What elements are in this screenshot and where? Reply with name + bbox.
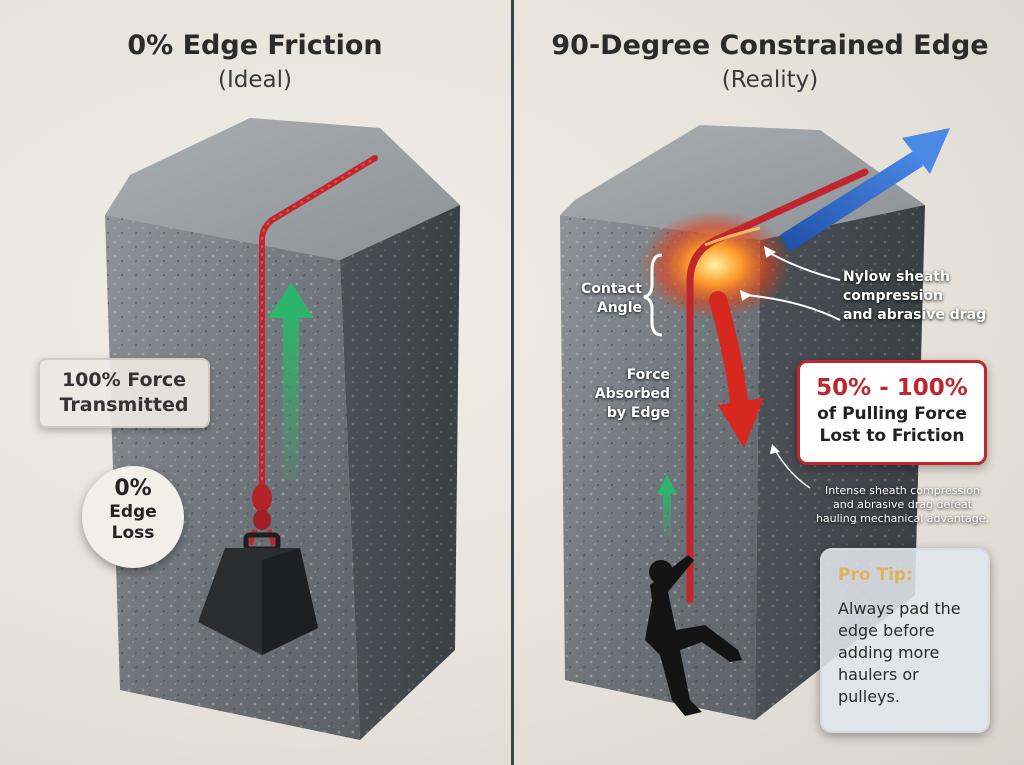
contact-angle-line2: Angle (596, 300, 642, 316)
pro-tip-line-0: Always pad the (838, 599, 961, 618)
climber-icon (645, 555, 742, 716)
force-absorbed-line1: Force (626, 367, 670, 383)
force-absorbed-line3: by Edge (606, 405, 670, 421)
force-card-line2: Transmitted (59, 394, 189, 416)
force-absorbed-label: Force Absorbed by Edge (580, 366, 670, 423)
sheath-note: Nylow sheath compression and abrasive dr… (843, 268, 1013, 325)
sheath-note-line1: Nylow sheath (843, 269, 950, 285)
left-panel-title: 0% Edge Friction (127, 30, 383, 61)
sheath-note-line3: and abrasive drag (843, 307, 987, 323)
weight-icon (198, 532, 318, 655)
panel-divider (511, 0, 514, 765)
loss-bubble-line1: 0% (114, 476, 152, 501)
small-note-line2: and abrasive drag defeat (833, 498, 972, 511)
loss-bubble-line2: Edge (109, 502, 157, 522)
loss-bubble-line3: Loss (111, 523, 155, 543)
pro-tip-card: Pro Tip: Always pad the edge before addi… (820, 548, 990, 733)
sheath-note-line2: compression (843, 288, 943, 304)
force-card-line1: 100% Force (61, 369, 187, 391)
arrow-down-icon (709, 291, 764, 448)
contact-angle-line1: Contact (581, 281, 642, 297)
force-transmitted-card: 100% Force Transmitted (38, 358, 210, 428)
right-panel-title: 90-Degree Constrained Edge (551, 30, 989, 61)
pro-tip-line-4: pulleys. (838, 687, 900, 706)
loss-line3: Lost to Friction (819, 426, 965, 446)
arrow-up-icon (268, 282, 314, 480)
right-panel-subtitle: (Reality) (721, 67, 819, 93)
small-note-line3: hauling mechanical advantage. (815, 512, 990, 525)
loss-percent: 50% - 100% (816, 375, 968, 401)
contact-angle-brace (643, 253, 663, 337)
pro-tip-heading: Pro Tip: (838, 565, 913, 585)
edge-loss-bubble: 0% Edge Loss (82, 466, 184, 568)
pro-tip-line-3: haulers or (838, 665, 919, 684)
small-arrow-up-icon (657, 474, 677, 537)
contact-angle-label: Contact Angle (570, 280, 642, 318)
pro-tip-line-1: edge before (838, 621, 935, 640)
friction-loss-callout: 50% - 100% of Pulling Force Lost to Fric… (797, 360, 987, 465)
pro-tip-line-2: adding more (838, 643, 940, 662)
small-note: Intense sheath compression and abrasive … (790, 484, 1015, 526)
left-panel-subtitle: (Ideal) (218, 67, 292, 93)
small-note-line1: Intense sheath compression (825, 484, 980, 497)
force-absorbed-line2: Absorbed (594, 386, 670, 402)
heat-glow (640, 210, 790, 320)
arrow-diagonal-icon (780, 128, 950, 252)
loss-line2: of Pulling Force (817, 404, 967, 424)
